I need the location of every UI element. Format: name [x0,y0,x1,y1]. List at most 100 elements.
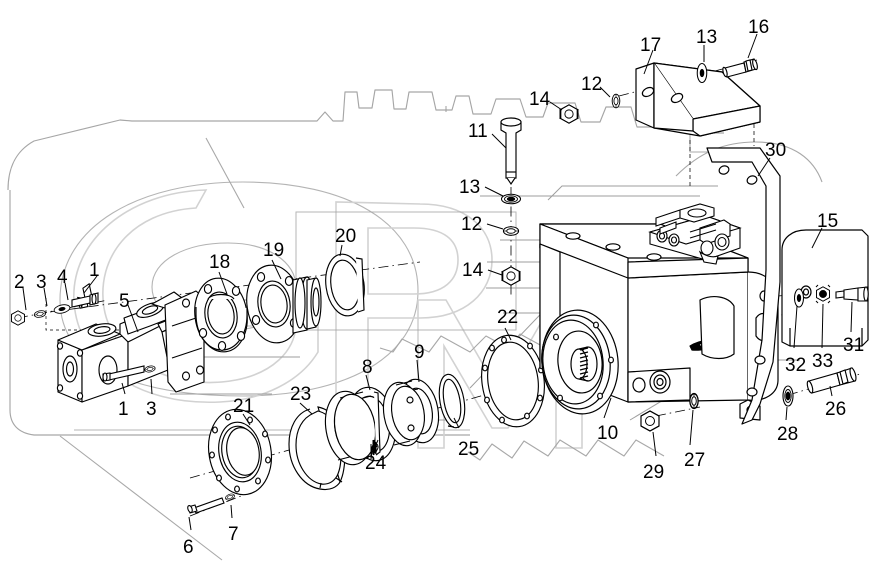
leader-line-5 [127,304,139,333]
pump-top-valve-stack [648,203,742,265]
callout-14a: 14 [462,260,484,281]
callout-17: 17 [640,35,662,56]
callout-19: 19 [263,240,285,261]
part-13-washer-upper [696,62,708,84]
leader-line-12a [486,223,504,230]
leader-line-30 [757,157,771,177]
part-13-washer-lower [500,193,522,205]
leader-line-19 [271,259,282,280]
leader-line-13a [484,186,504,197]
callout-15: 15 [817,211,839,232]
leader-lines-6-7 [188,504,233,531]
callout-21: 21 [233,396,255,417]
leader-line-15 [811,227,823,249]
leader-line-32 [793,305,798,349]
part-8-bearing-race [324,386,397,466]
callout-4: 4 [57,267,68,288]
part-12-lock-washer-upper [611,93,621,109]
leader-line-11 [491,133,507,149]
callout-1a: 1 [89,260,100,281]
part-30-support-plate [706,147,781,425]
callout-10: 10 [597,423,619,444]
part-16-bolt [722,58,758,78]
leader-line-14b [549,101,563,111]
callout-29: 29 [643,462,665,483]
leader-lines-left-stack [22,275,98,311]
part-22-gasket [481,334,545,428]
leader-line-26 [829,385,833,397]
callout-26: 26 [825,399,847,420]
callout-28: 28 [777,424,799,445]
leader-line-33 [821,303,824,349]
part-4-washer [52,302,72,316]
part-12-lock-washer-lower [502,226,520,236]
callout-18: 18 [209,252,231,273]
leader-line-31 [850,301,853,333]
callout-25: 25 [458,439,480,460]
part-15-end-cover [781,229,869,347]
callout-11: 11 [468,121,488,142]
callout-27: 27 [684,450,706,471]
callout-7: 7 [228,524,239,545]
part-17-bracket [635,62,761,137]
dashed-projection-lines [689,124,755,186]
part-1-bolt-lower [102,365,145,382]
part-11-long-bolt [500,117,522,186]
leader-line-23 [299,402,313,415]
part-14-nut-lower [501,266,521,286]
part-5-valve-block [56,290,205,403]
part-32-washer [794,288,804,308]
callout-13a: 13 [459,177,481,198]
part-6-bolt [187,497,225,514]
leader-line-12b [599,86,611,98]
part-29-nut [640,410,660,432]
callout-1b: 1 [118,399,129,420]
leader-line-9 [416,359,420,383]
part-14-nut-upper [559,104,579,124]
leader-line-18 [218,271,228,295]
leader-line-10 [603,397,612,419]
callout-13b: 13 [696,27,718,48]
callout-5: 5 [119,291,130,312]
leader-line-28 [785,406,788,421]
part-33-fitting [815,284,831,304]
part-1-bolt-upper [71,282,99,309]
part-20-o-ring [325,253,365,317]
callout-8: 8 [362,357,373,378]
part-28-washer [782,385,794,407]
callout-24: 24 [365,453,387,474]
watermark [73,189,583,449]
callout-12a: 12 [461,214,483,235]
callout-6: 6 [183,537,194,558]
callout-3b: 3 [146,399,157,420]
leader-line-29 [652,431,657,457]
callout-14b: 14 [529,89,551,110]
callout-2: 2 [14,272,25,293]
callout-32: 32 [785,355,807,376]
leader-line-25 [453,417,460,429]
callout-12b: 12 [581,74,603,95]
leader-line-16 [747,33,758,59]
callout-30: 30 [765,140,787,161]
part-9-bearing [382,378,440,447]
callout-16: 16 [748,17,770,38]
callout-20: 20 [335,226,357,247]
leader-line-27 [689,409,694,446]
callout-33: 33 [812,351,834,372]
leader-line-20 [339,244,343,257]
leader-lines-lower-fasteners [121,378,153,395]
leader-line-21 [242,413,251,426]
part-31-bolt [835,286,869,302]
part-18-flange [194,277,248,353]
dashed-connector-left [45,298,152,331]
part-7-lock-washer [224,492,236,502]
part-21-bearing-cover [207,408,273,496]
part-10-pump-housing [539,223,779,421]
callout-31: 31 [843,335,865,356]
leader-line-17 [643,49,654,75]
leader-line-8 [365,374,371,391]
leader-line-22 [504,327,512,341]
part-2-nut [11,310,25,326]
